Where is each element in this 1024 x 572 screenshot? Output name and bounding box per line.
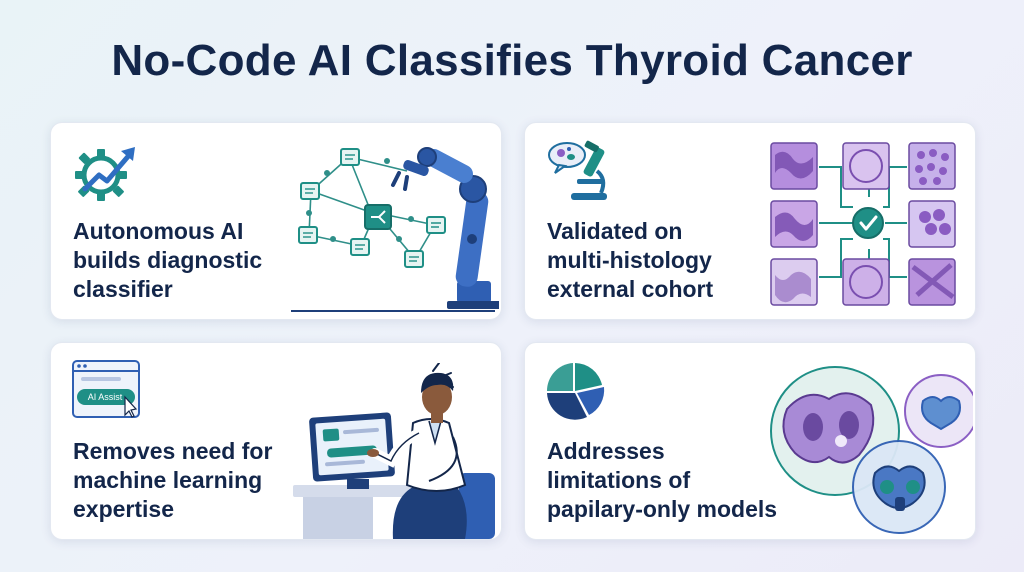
thyroid-venn-circles-illustration xyxy=(769,357,973,535)
card-line: limitations of xyxy=(547,467,691,493)
card-text: Addresses limitations of papilary-only m… xyxy=(547,437,777,524)
browser-ai-assist-icon xyxy=(71,359,143,423)
gear-growth-icon xyxy=(71,139,143,203)
card-autonomous-ai: Autonomous AI builds diagnostic classifi… xyxy=(50,122,502,320)
histology-tile-grid-illustration xyxy=(761,135,973,311)
microscope-icon xyxy=(545,139,617,203)
card-validated: Validated on multi-histology external co… xyxy=(524,122,976,320)
card-line: external cohort xyxy=(547,276,714,302)
card-line: classifier xyxy=(73,276,173,302)
card-line: Validated on xyxy=(547,218,683,244)
card-text: Validated on multi-histology external co… xyxy=(547,217,777,304)
card-removes-need: AI Assist Removes need for machine learn… xyxy=(50,342,502,540)
card-line: papilary-only models xyxy=(547,496,778,522)
ai-assist-button[interactable]: AI Assist xyxy=(87,392,123,402)
card-line: Removes need for xyxy=(73,438,273,464)
card-line: machine learning xyxy=(73,467,263,493)
robot-arm-network-illustration xyxy=(287,131,499,313)
card-addresses-limitations: Addresses limitations of papilary-only m… xyxy=(524,342,976,540)
card-line: expertise xyxy=(73,496,175,522)
card-line: Autonomous AI xyxy=(73,218,244,244)
card-text: Removes need for machine learning expert… xyxy=(73,437,303,524)
card-line: multi-histology xyxy=(547,247,712,273)
person-at-computer-illustration xyxy=(283,363,499,539)
card-line: Addresses xyxy=(547,438,665,464)
page-title: No-Code AI Classifies Thyroid Cancer xyxy=(111,36,913,85)
card-line: builds diagnostic xyxy=(73,247,263,273)
pie-chart-icon xyxy=(545,359,617,423)
card-text: Autonomous AI builds diagnostic classifi… xyxy=(73,217,303,304)
